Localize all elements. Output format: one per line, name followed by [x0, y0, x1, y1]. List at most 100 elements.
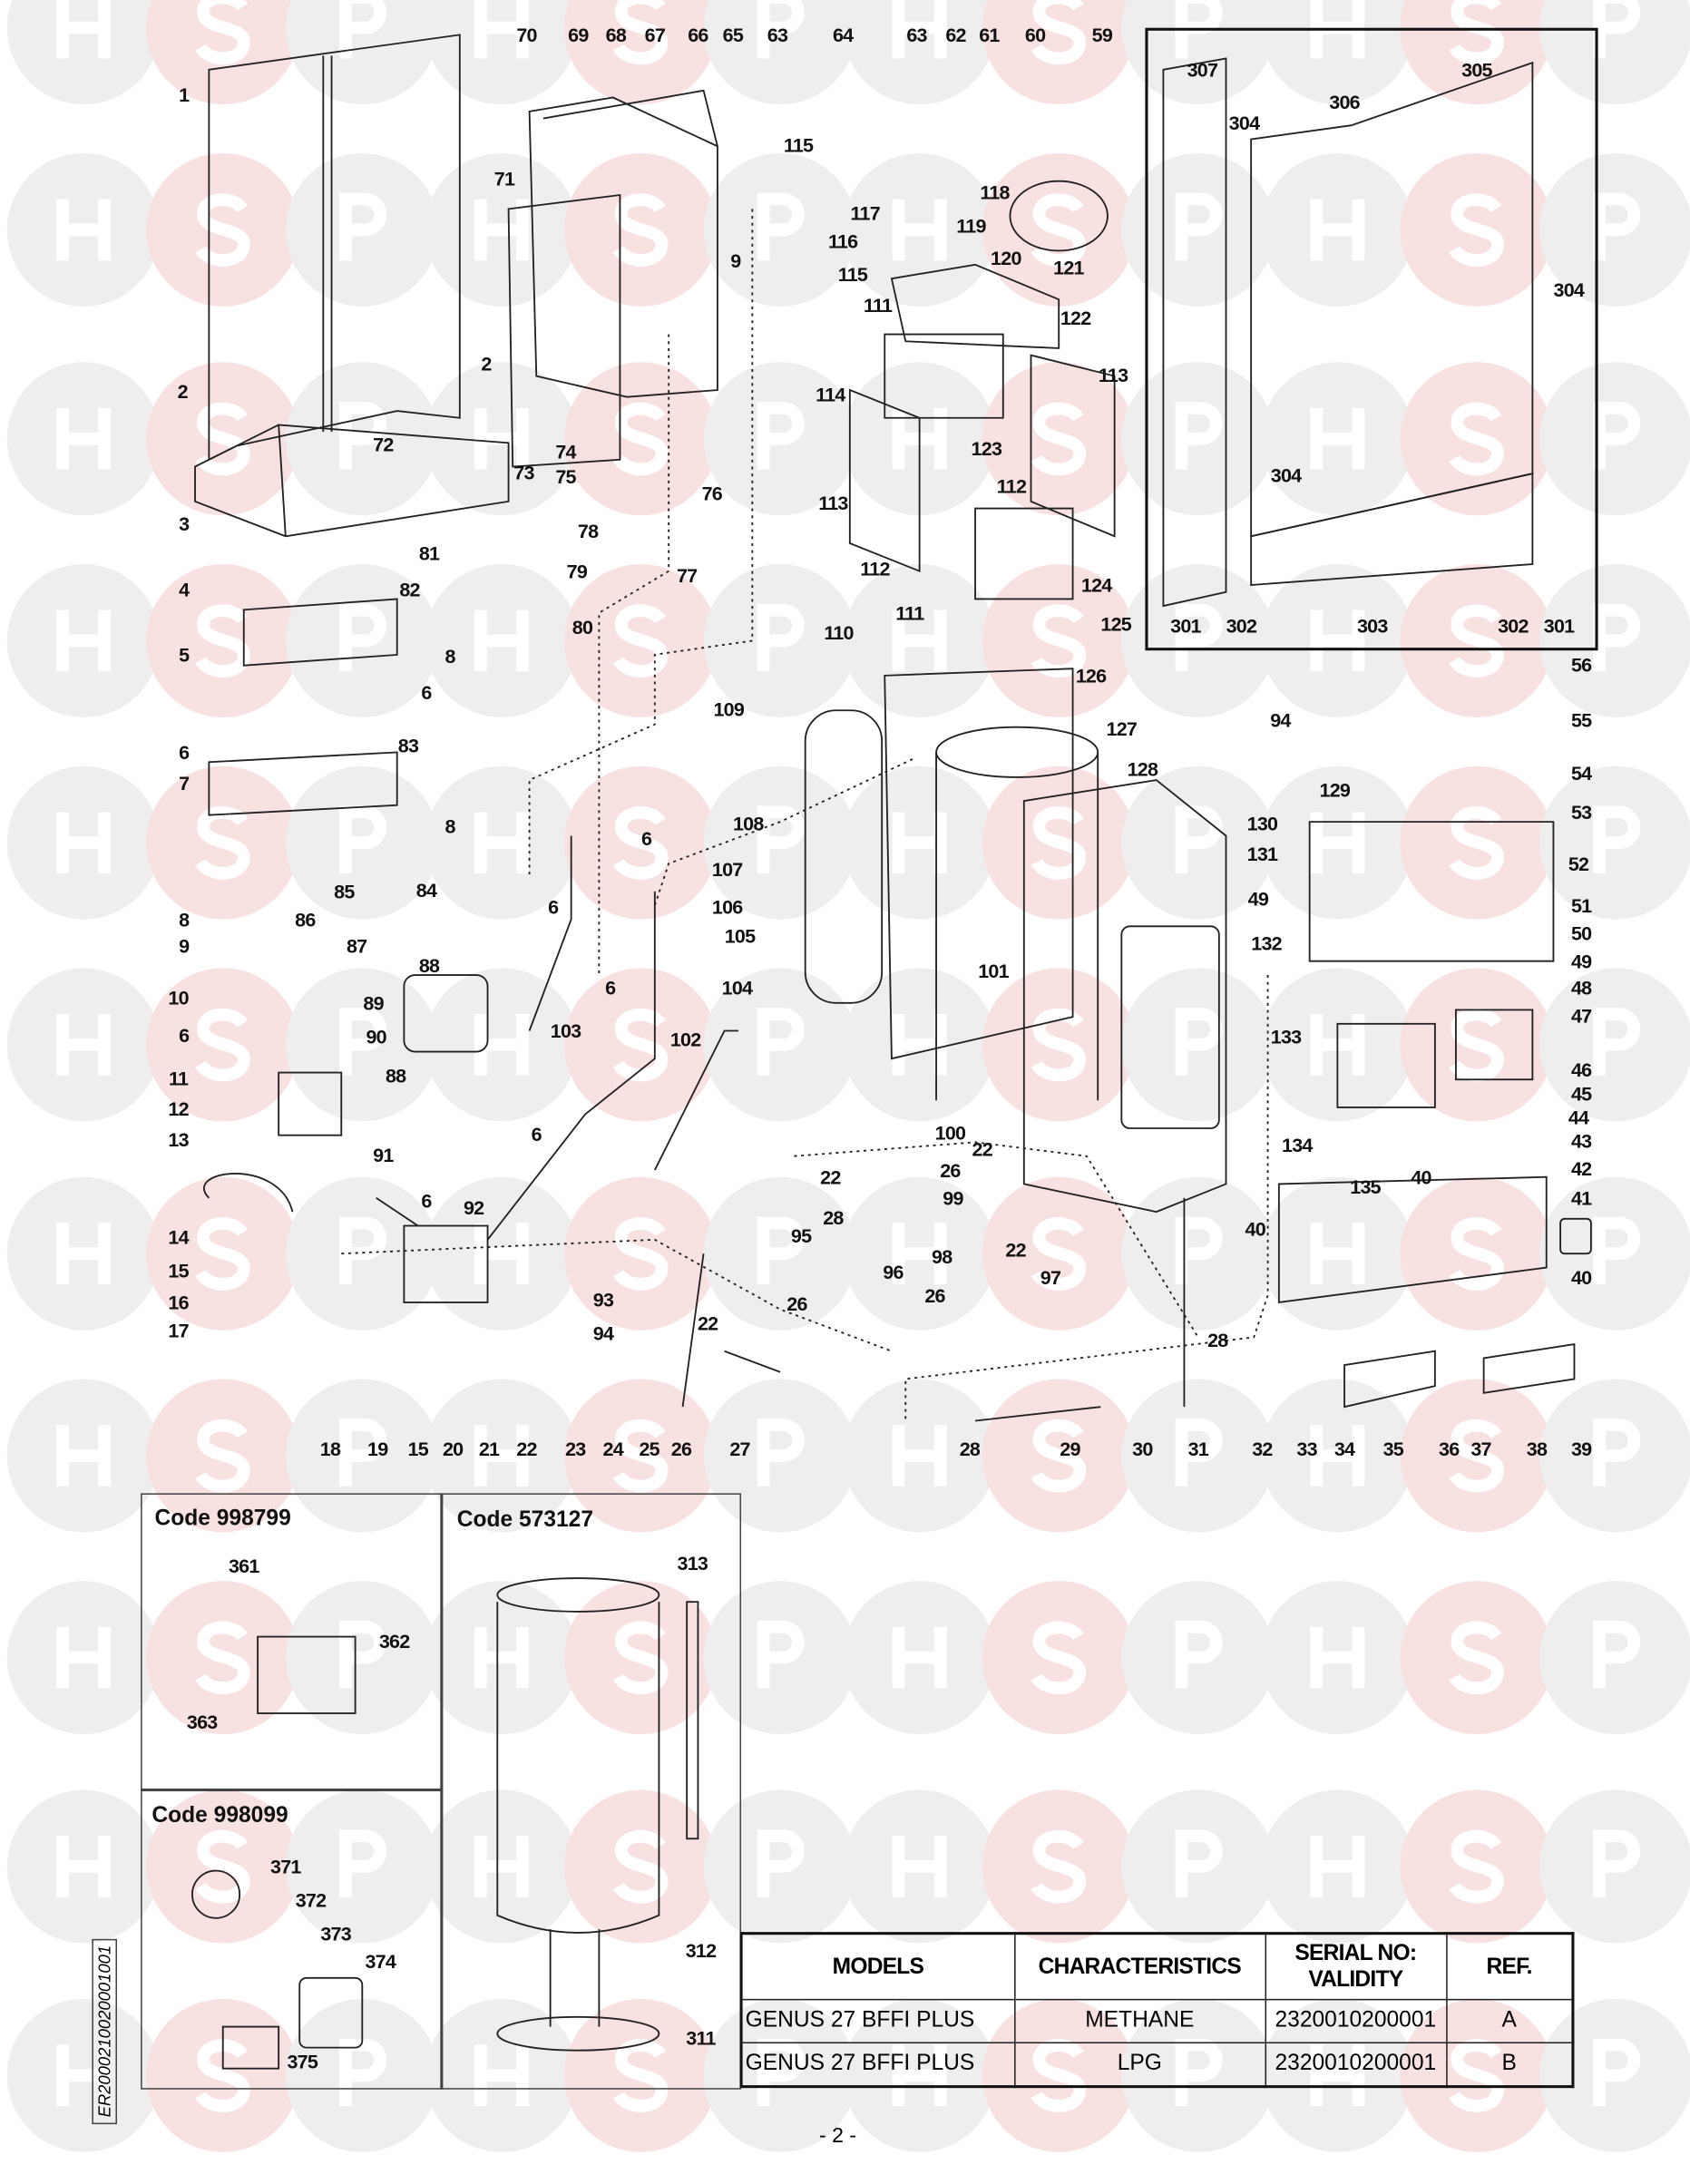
watermark-logo [1539, 1379, 1690, 1533]
watermark-logo [425, 1789, 579, 1944]
watermark-letter-shape [195, 1217, 250, 1291]
watermark-logo [285, 968, 439, 1122]
watermark-letter-shape [56, 1425, 112, 1487]
watermark-letter-shape [1031, 806, 1087, 880]
cylinder-frame [884, 668, 1074, 1060]
watermark-letter-shape [1310, 1626, 1365, 1689]
watermark-letter-shape [1310, 199, 1365, 261]
part-callout-27: 27 [729, 1437, 750, 1460]
watermark-letter-shape [56, 1836, 112, 1897]
part-callout-312: 312 [685, 1938, 717, 1962]
part-callout-79: 79 [566, 560, 588, 582]
watermark-logo [564, 0, 718, 105]
watermark-logo [1260, 1581, 1414, 1735]
part-callout-32: 32 [1252, 1437, 1273, 1460]
part-callout-6: 6 [531, 1122, 542, 1146]
watermark-logo [1400, 765, 1554, 920]
lower-cover [1250, 473, 1534, 587]
part-callout-363: 363 [186, 1710, 218, 1733]
part-callout-37: 37 [1470, 1437, 1491, 1460]
part-callout-23: 23 [565, 1437, 586, 1460]
watermark-logo [1260, 362, 1414, 516]
watermark-logo [1400, 1176, 1554, 1331]
watermark-letter-shape [56, 1626, 112, 1689]
watermark-logo [982, 1176, 1136, 1331]
part-callout-6: 6 [179, 741, 190, 764]
part-callout-14: 14 [168, 1225, 189, 1249]
header-ref: REF. [1445, 1932, 1574, 2001]
watermark-letter-shape [892, 199, 947, 261]
watermark-logo [1121, 765, 1275, 920]
part-callout-374: 374 [365, 1950, 396, 1973]
watermark-logo [1121, 0, 1275, 105]
watermark-logo [843, 0, 997, 105]
watermark-logo [425, 0, 579, 105]
watermark-letter-shape [1593, 1419, 1641, 1487]
watermark-letter-shape [1175, 1008, 1223, 1076]
part-callout-88: 88 [385, 1064, 406, 1087]
part-callout-112: 112 [996, 474, 1027, 498]
watermark-logo [285, 563, 439, 717]
part-callout-34: 34 [1333, 1437, 1355, 1460]
watermark-letter-shape [757, 805, 805, 873]
part-callout-68: 68 [605, 24, 627, 46]
watermark-letter-shape [1593, 1216, 1641, 1285]
watermark-logo [1539, 362, 1690, 516]
part-callout-76: 76 [701, 482, 723, 504]
part-callout-105: 105 [724, 924, 756, 948]
watermark-letter-shape [1449, 806, 1504, 880]
base-tray [194, 424, 510, 538]
watermark-letter-shape [612, 1008, 669, 1082]
part-callout-30: 30 [1132, 1437, 1153, 1460]
watermark-logo [563, 362, 718, 516]
part-callout-80: 80 [571, 615, 593, 639]
part-callout-302: 302 [1226, 614, 1257, 637]
part-callout-126: 126 [1075, 664, 1107, 687]
watermark-logo [1400, 152, 1554, 307]
part-callout-313: 313 [677, 1551, 708, 1575]
part-callout-97: 97 [1040, 1266, 1061, 1289]
watermark-letter-shape [1175, 0, 1223, 59]
part-callout-31: 31 [1187, 1437, 1209, 1460]
cell-serial: 2320010200001 [1264, 2042, 1447, 2088]
watermark-letter-shape [1031, 402, 1087, 476]
part-callout-116: 116 [827, 229, 858, 252]
part-callout-17: 17 [168, 1319, 189, 1341]
part-callout-120: 120 [991, 246, 1021, 269]
watermark-logo [285, 1789, 439, 1944]
part-callout-49: 49 [1570, 950, 1592, 972]
watermark-logo [563, 1176, 718, 1331]
watermark-logo [982, 1379, 1136, 1533]
part-callout-110: 110 [824, 620, 854, 644]
flue-hood [890, 263, 1060, 349]
watermark-logo [1400, 1379, 1554, 1533]
watermark-logo [1400, 563, 1554, 717]
table-row: GENUS 27 BFFI PLUS LPG 2320010200001 B [740, 2042, 1574, 2088]
watermark-letter-shape [195, 1419, 250, 1493]
part-callout-52: 52 [1568, 852, 1589, 875]
hydraulic-group [403, 1224, 489, 1303]
watermark-logo [285, 765, 439, 920]
part-callout-91: 91 [373, 1143, 394, 1166]
watermark-letter-shape [1310, 1425, 1365, 1487]
part-callout-122: 122 [1060, 306, 1091, 329]
part-callout-311: 311 [686, 2026, 716, 2050]
cell-characteristics: LPG [1013, 2042, 1266, 2088]
part-callout-9: 9 [730, 249, 741, 272]
part-callout-361: 361 [228, 1554, 259, 1577]
watermark-letter-shape [1175, 805, 1223, 873]
watermark-letter-shape [1031, 1621, 1087, 1695]
part-callout-93: 93 [592, 1288, 614, 1311]
header-characteristics: CHARACTERISTICS [1013, 1932, 1266, 2001]
header-serial: SERIAL NO:VALIDITY [1264, 1932, 1447, 2001]
watermark-logo [703, 0, 857, 105]
part-callout-43: 43 [1570, 1129, 1592, 1153]
part-callout-47: 47 [1570, 1004, 1592, 1027]
part-callout-22: 22 [1005, 1238, 1026, 1261]
watermark-logo [703, 1789, 857, 1944]
watermark-logo [1539, 1176, 1690, 1331]
part-callout-26: 26 [940, 1158, 961, 1182]
part-callout-18: 18 [319, 1437, 341, 1460]
models-table: MODELS CHARACTERISTICS SERIAL NO:VALIDIT… [739, 1932, 1575, 2089]
